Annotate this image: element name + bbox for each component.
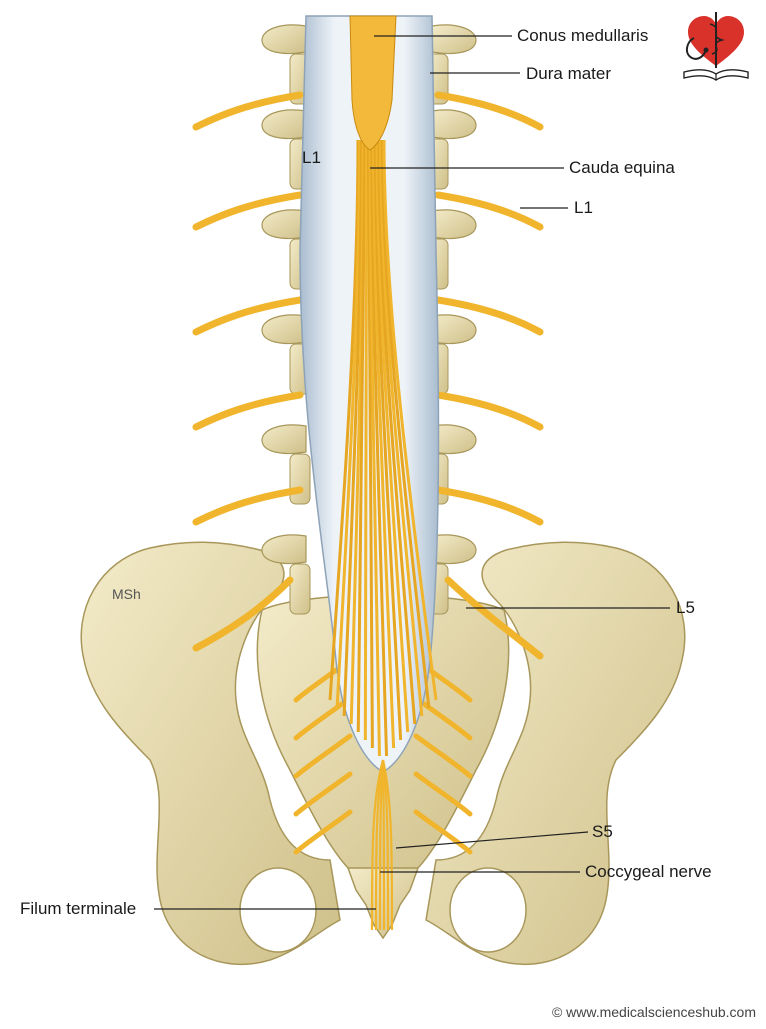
sacral-nerve-right — [413, 771, 473, 817]
sacral-nerve-left — [293, 771, 353, 817]
filum-terminale-strand — [381, 759, 386, 931]
spinal-nerve-l5-left — [192, 576, 294, 652]
spinal-nerve-right — [434, 191, 544, 231]
cauda-equina-fiber — [370, 139, 389, 757]
right-ilium — [425, 541, 686, 965]
vertebra-right-process — [431, 109, 477, 140]
cauda-equina-fiber — [335, 139, 362, 709]
cauda-equina-bundle — [328, 139, 438, 931]
spinal-nerve-right — [434, 296, 544, 336]
cauda-equina-fiber — [366, 139, 374, 749]
cauda-equina-fiber — [368, 139, 381, 757]
left-obturator-foramen — [239, 867, 317, 953]
vertebra-right-process — [431, 209, 477, 240]
label-s5: S5 — [592, 822, 613, 841]
cauda-equina-fiber — [373, 139, 403, 741]
label-dura-mater: Dura mater — [526, 64, 612, 83]
label-l1-left: L1 — [302, 148, 321, 167]
filum-terminale-strand — [381, 759, 390, 931]
filum-terminale-strand — [381, 759, 394, 931]
label-coccygeal-nerve: Coccygeal nerve — [585, 862, 712, 881]
cauda-equina-fiber — [342, 139, 363, 717]
cauda-equina-fiber — [377, 139, 417, 725]
cauda-equina-fiber — [382, 139, 438, 701]
spinal-nerve-left — [192, 486, 304, 526]
vertebra-right-process — [431, 314, 477, 345]
filum-terminale-strand — [370, 759, 385, 931]
vertebra-right-process — [431, 424, 477, 455]
cauda-equina-fiber — [356, 139, 367, 733]
spinal-nerve-left — [192, 391, 304, 431]
label-cauda-equina: Cauda equina — [569, 158, 675, 177]
vertebra-left-process — [261, 314, 307, 345]
conus-medullaris — [349, 15, 397, 151]
cauda-equina-fiber — [328, 139, 360, 701]
spinal-nerve-right — [434, 391, 544, 431]
vertebra-right-process — [431, 24, 477, 55]
cauda-equina-fiber — [375, 139, 410, 733]
cauda-equina-fiber — [363, 139, 369, 741]
sacral-nerve-right — [413, 809, 473, 855]
vertebra-left-lamina — [289, 563, 311, 615]
vertebra-left-process — [261, 534, 307, 565]
label-l5: L5 — [676, 598, 695, 617]
vertebra-right-process — [431, 534, 477, 565]
spinal-nerve-right — [434, 91, 544, 131]
sacral-nerve-right — [413, 733, 473, 779]
copyright-notice: © www.medicalscienceshub.com — [551, 1004, 756, 1020]
sacral-nerve-left — [293, 809, 353, 855]
vertebra-left-process — [261, 109, 307, 140]
spinal-nerve-left — [192, 296, 304, 336]
leader-s5 — [395, 831, 589, 849]
spinal-nerve-left — [192, 91, 304, 131]
label-filum-terminale: Filum terminale — [20, 899, 137, 918]
spinal-nerve-left — [192, 191, 304, 231]
medical-heart-logo-icon — [683, 12, 749, 81]
cauda-equina-fiber — [372, 139, 396, 749]
sacral-nerve-left — [293, 733, 353, 779]
vertebra-left-lamina — [289, 453, 311, 505]
label-l1-right: L1 — [574, 198, 593, 217]
filum-terminale-strand — [378, 759, 385, 931]
vertebra-left-process — [261, 24, 307, 55]
vertebra-left-process — [261, 209, 307, 240]
label-conus-medullaris: Conus medullaris — [517, 26, 649, 45]
vertebra-left-process — [261, 424, 307, 455]
spinal-nerve-right — [434, 486, 544, 526]
cauda-equina-fiber — [380, 139, 431, 709]
spinal-nerve-l5-right — [444, 576, 544, 660]
filum-terminale-strand — [374, 759, 385, 931]
leader-lines — [154, 35, 670, 910]
label-msh-watermark: MSh — [112, 586, 141, 602]
right-obturator-foramen — [449, 867, 527, 953]
cauda-equina-fiber — [379, 139, 424, 717]
